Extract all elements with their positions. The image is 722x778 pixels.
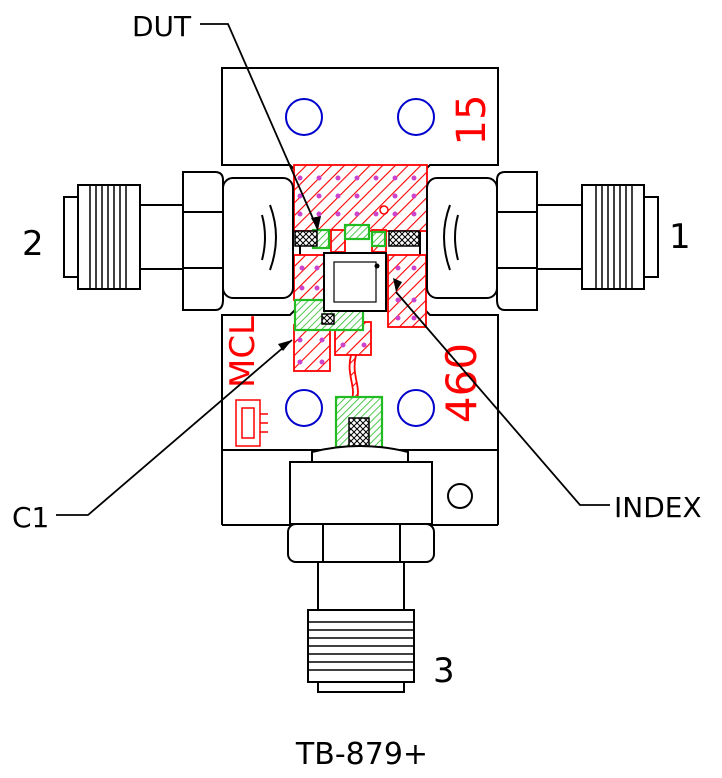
index-leader	[395, 291, 610, 506]
c1-component	[321, 313, 335, 325]
port-2-label: 2	[22, 224, 44, 264]
board-marking-mcl: MCL	[223, 316, 263, 388]
board-marking-15: 15	[449, 95, 495, 146]
connector-port-2	[63, 171, 294, 311]
leader-lines	[56, 23, 610, 516]
dut-leader	[200, 23, 319, 231]
right-ground-pad	[387, 254, 427, 328]
mounting-hole-bottom-right	[397, 389, 435, 427]
port-1-label: 1	[669, 217, 691, 257]
board-title: TB-879+	[295, 737, 428, 772]
connector-port-1	[426, 171, 659, 311]
mounting-hole-top-right	[397, 98, 435, 136]
cap-port2	[294, 230, 318, 247]
port2-pad	[330, 229, 346, 253]
port-3-label: 3	[433, 651, 455, 691]
screw-hole	[447, 483, 473, 509]
mounting-hole-top-left	[285, 98, 323, 136]
connector-port-3	[287, 445, 435, 693]
c1-label: C1	[12, 501, 49, 534]
board-logo-component	[235, 399, 268, 447]
index-dot	[374, 263, 380, 269]
leader-arrows	[278, 216, 402, 351]
left-ground-pad	[293, 254, 325, 301]
dut-label: DUT	[132, 10, 192, 43]
port3-trace	[348, 354, 359, 401]
mounting-hole-bottom-left	[285, 389, 323, 427]
port3-pin	[348, 417, 370, 449]
c1-leader	[56, 339, 293, 516]
board-marking-460: 460	[437, 343, 486, 423]
components	[294, 230, 420, 449]
mounting-holes	[285, 98, 435, 427]
index-label: INDEX	[614, 491, 702, 524]
dut-package	[323, 252, 387, 312]
vias	[297, 175, 417, 365]
cap-port1	[388, 230, 420, 247]
